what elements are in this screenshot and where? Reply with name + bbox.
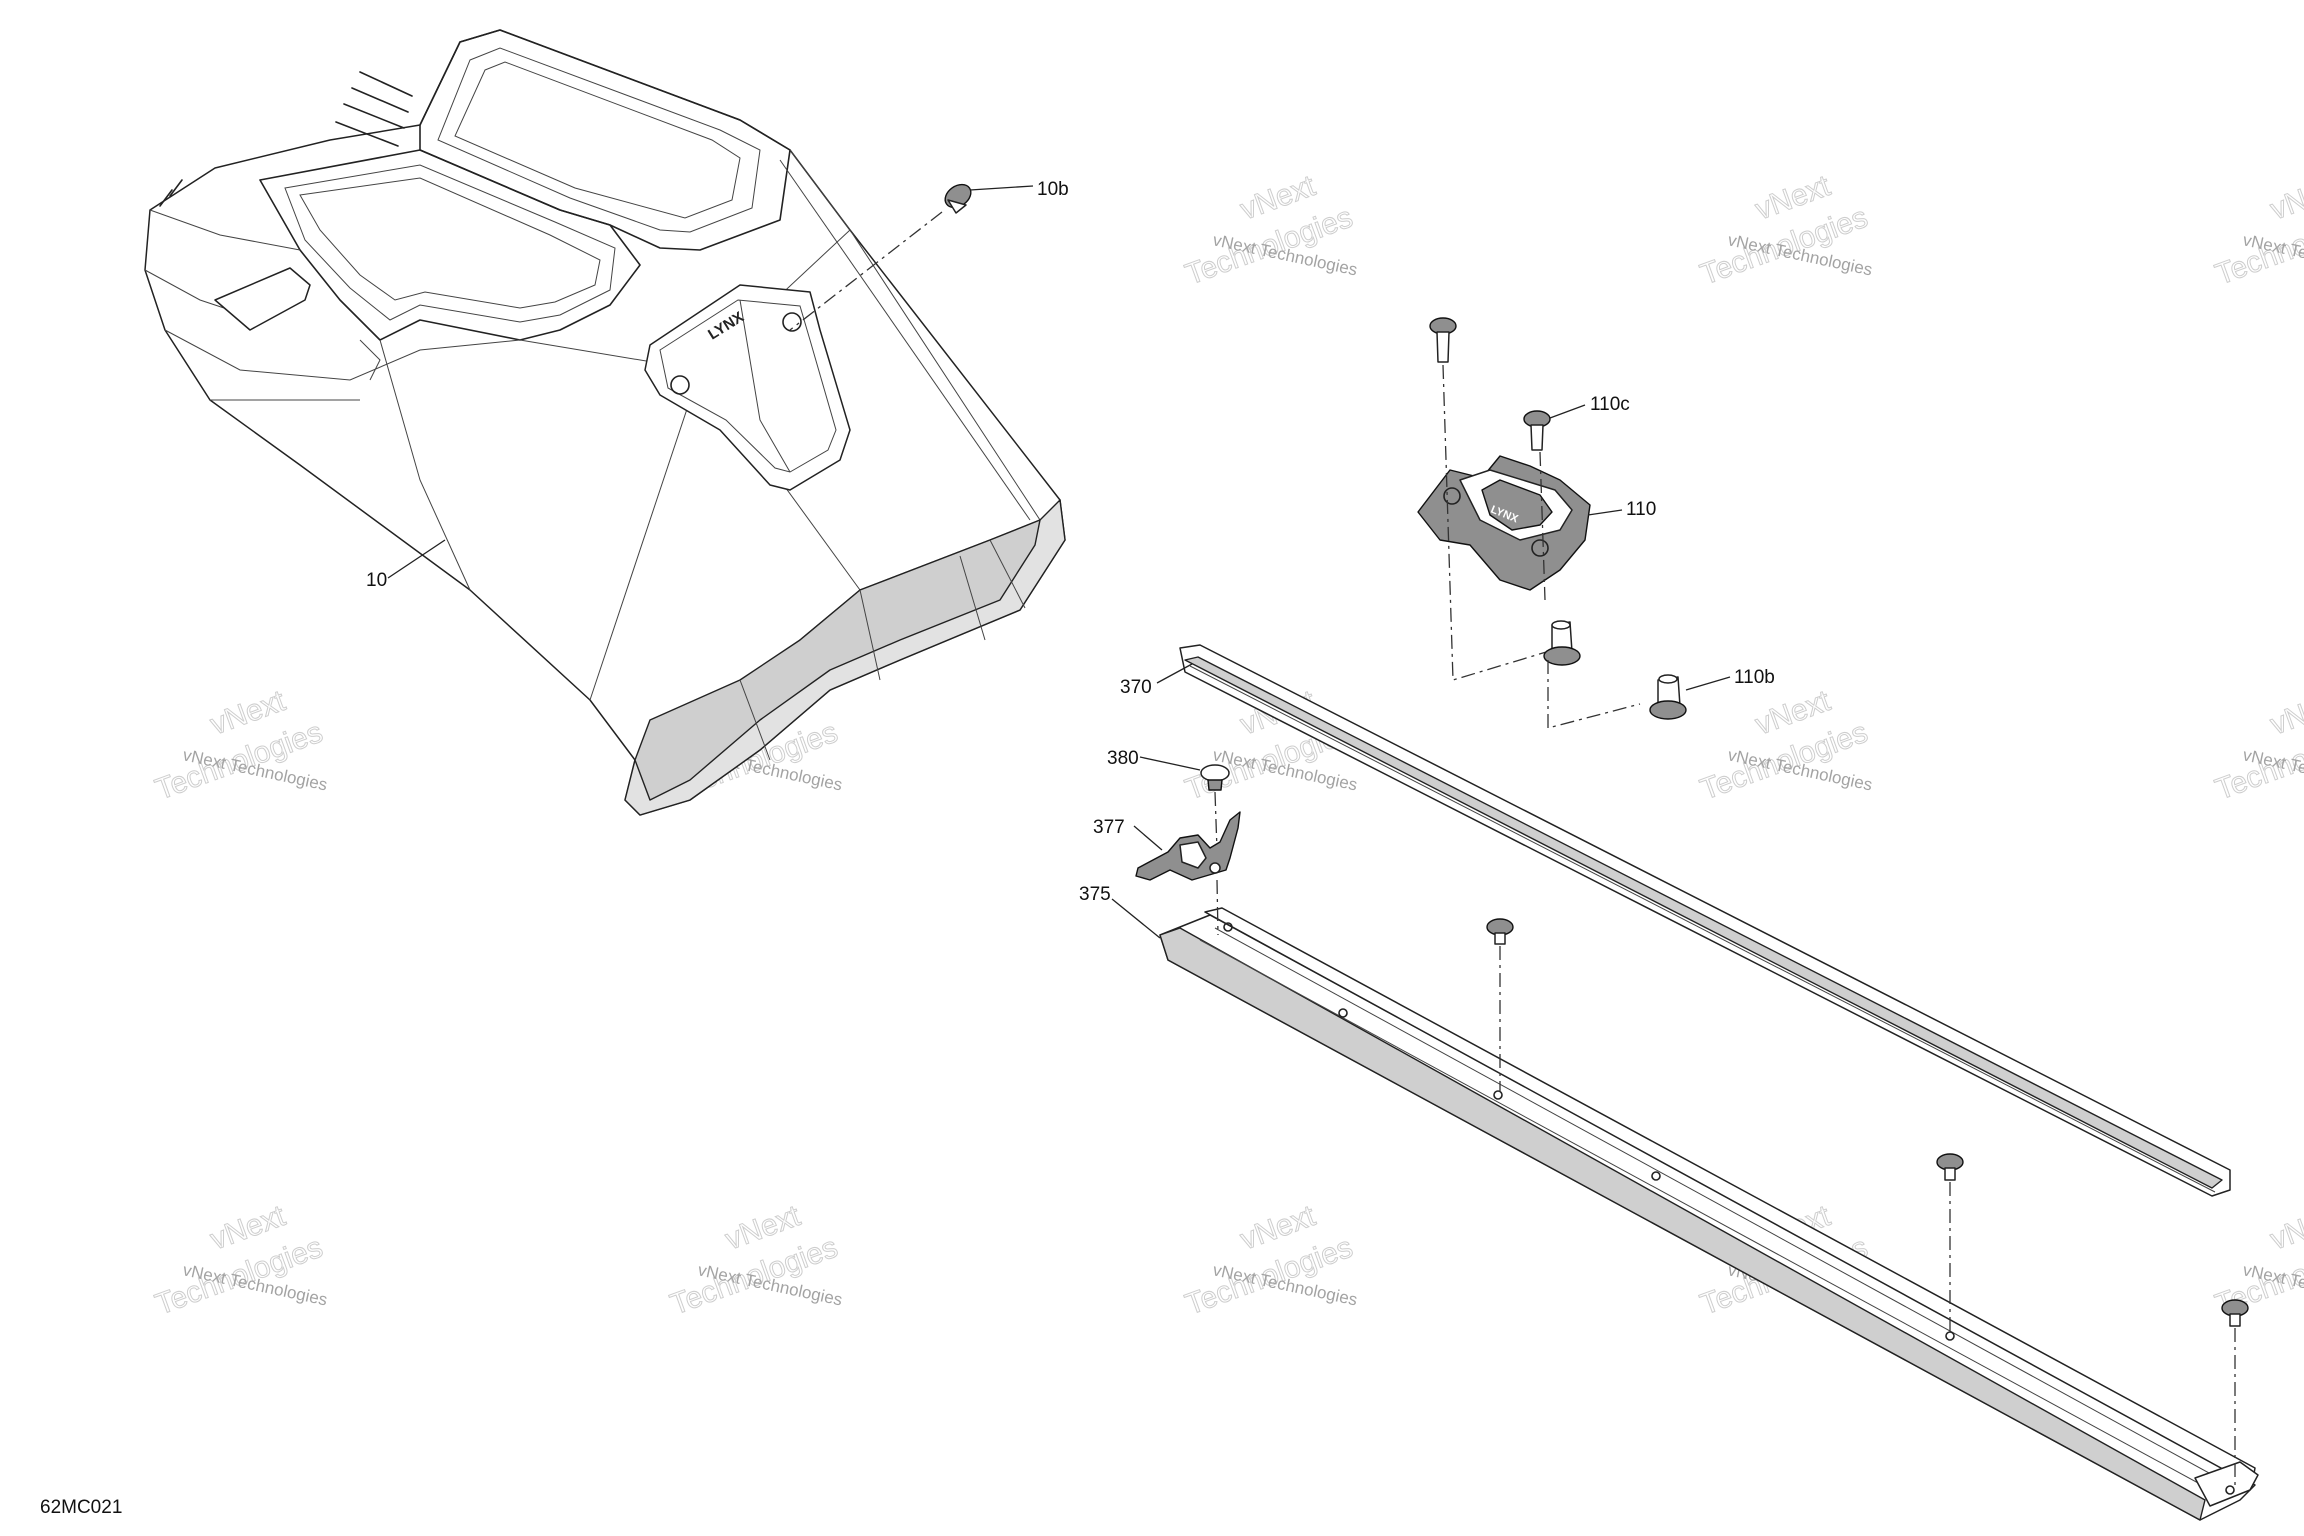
part-10b-screw [789,183,972,331]
callout-10: 10 [366,570,387,591]
callout-370: 370 [1120,677,1152,698]
drawing-code: 62MC021 [40,1497,122,1518]
part-375-screws [1486,918,2249,1486]
part-370-strip [1179,644,2231,1197]
part-110b-nuts [1543,620,1687,729]
part-110-handle: LYNX [1417,455,1591,591]
part-380-fastener [1200,764,1230,851]
callout-110b: 110b [1734,667,1775,688]
callout-10b: 10b [1037,179,1069,200]
callouts: 10b 10 110c 110 110b 370 380 377 375 62M… [40,179,1775,1518]
part-110c-screws [1429,317,1554,681]
callout-377: 377 [1093,817,1125,838]
watermark-big-1: vNext [2266,1199,2304,1256]
callout-110c: 110c [1590,394,1630,415]
watermark-big-1: vNext [2266,169,2304,226]
part-10-hood: LYNX [144,29,1066,816]
callout-380: 380 [1107,748,1139,769]
callout-375: 375 [1079,884,1111,905]
part-375-rail [1159,907,2259,1521]
watermark-big-1: vNext [2266,684,2304,741]
callout-110: 110 [1626,499,1656,520]
part-377-clip [1135,811,1241,936]
